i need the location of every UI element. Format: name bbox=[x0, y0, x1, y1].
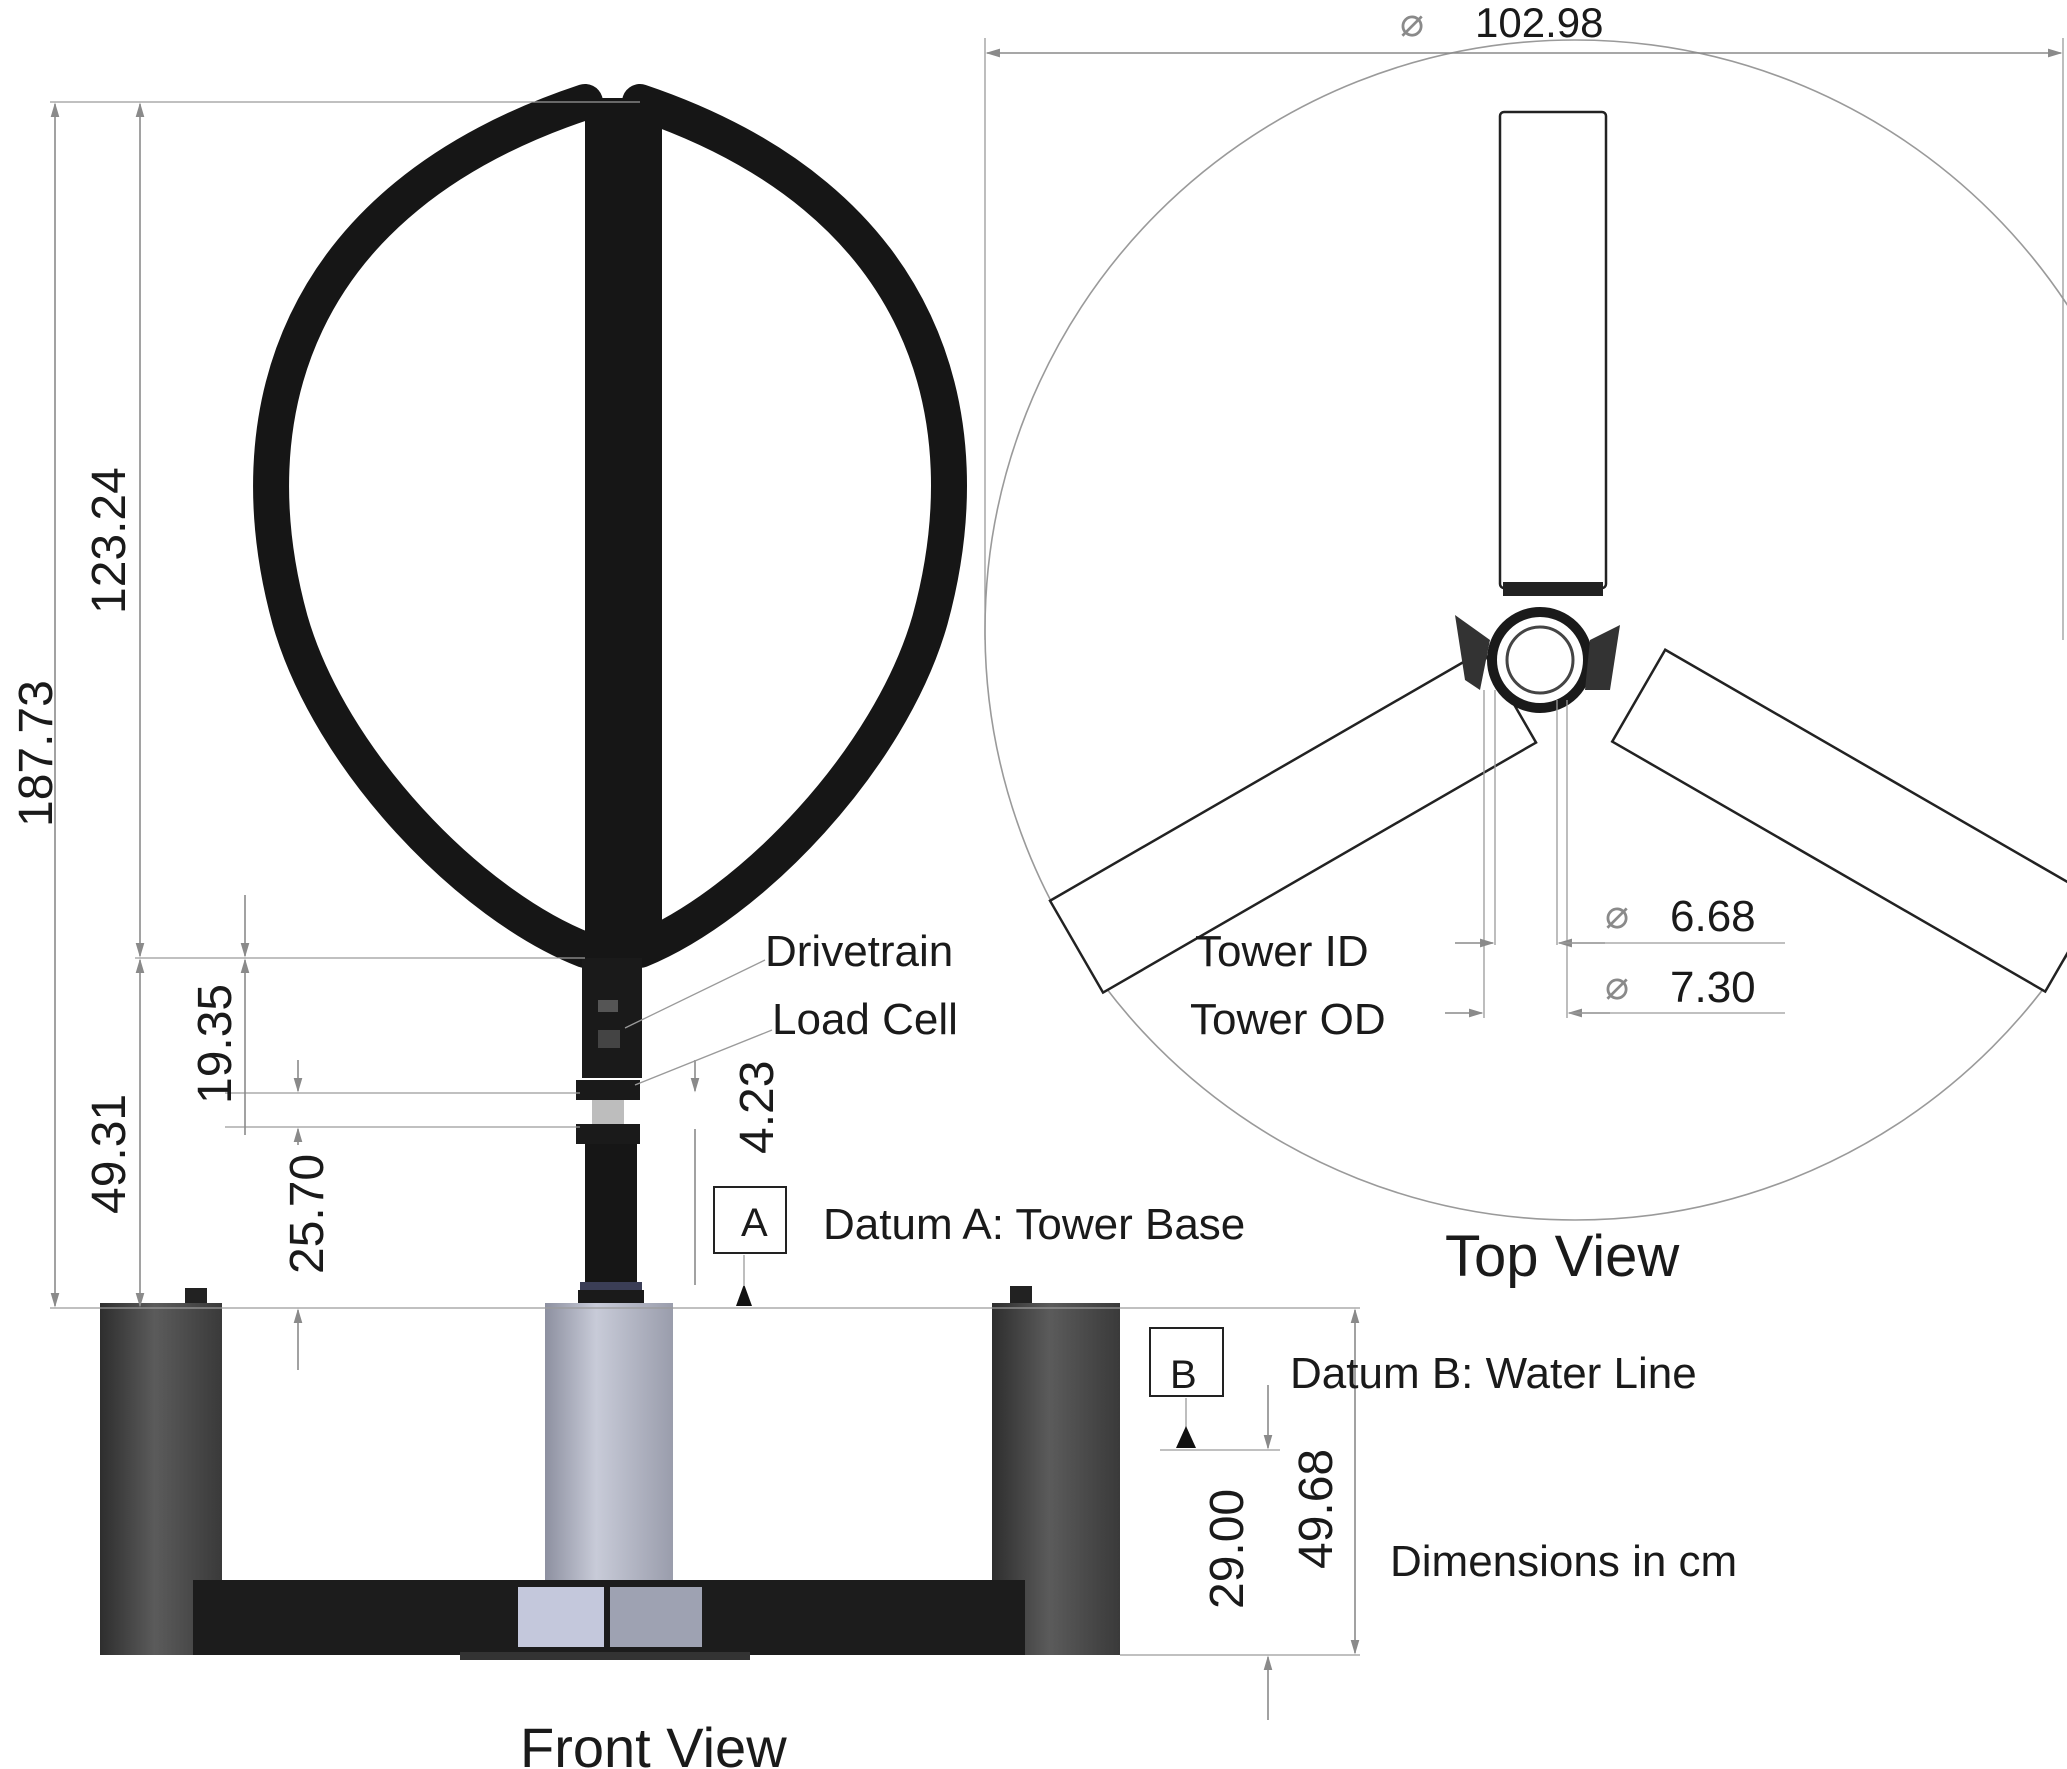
load-cell-flange-top bbox=[576, 1080, 640, 1100]
datum-b-label: Datum B: Water Line bbox=[1290, 1349, 1697, 1398]
datum-a-symbol bbox=[736, 1284, 752, 1306]
datum-a-letter: A bbox=[741, 1201, 768, 1245]
pontoon-beam bbox=[193, 1580, 1025, 1655]
top-blade-mount bbox=[1503, 582, 1603, 596]
top-view-title: Top View bbox=[1445, 1224, 1680, 1289]
diameter-symbol-overall: ⌀ bbox=[1400, 0, 1425, 46]
dim-load-cell-gap: 4.23 bbox=[731, 1060, 784, 1154]
datum-a-box bbox=[713, 1186, 787, 1254]
drivetrain-detail-2 bbox=[598, 1030, 620, 1048]
dim-drivetrain-section: 19.35 bbox=[189, 983, 242, 1104]
hub-bracket-left bbox=[1455, 615, 1490, 690]
rotor-diameter-value: 102.98 bbox=[1475, 0, 1604, 46]
pontoon-block-left bbox=[518, 1587, 604, 1647]
center-column bbox=[545, 1303, 673, 1593]
hub-inner bbox=[1505, 625, 1575, 695]
load-cell-label: Load Cell bbox=[772, 995, 958, 1044]
datum-b-box bbox=[1149, 1327, 1224, 1397]
lower-tower bbox=[585, 1144, 637, 1282]
drivetrain-housing bbox=[582, 958, 642, 1078]
pontoon-base-strip bbox=[460, 1652, 750, 1660]
dim-tower-height: 49.31 bbox=[83, 1093, 136, 1214]
right-float-cap bbox=[1010, 1286, 1032, 1303]
rotor-shaft bbox=[585, 102, 662, 957]
front-view bbox=[100, 84, 1120, 1660]
tower-od-value: 7.30 bbox=[1670, 963, 1756, 1012]
top-view bbox=[984, 38, 2067, 1221]
rotor-blade-right bbox=[622, 84, 967, 968]
right-blade-group bbox=[1610, 648, 2067, 994]
tower-base-plate bbox=[578, 1290, 644, 1303]
load-cell-gap bbox=[592, 1100, 624, 1126]
top-blade bbox=[1498, 110, 1608, 590]
drivetrain-label: Drivetrain bbox=[765, 927, 954, 976]
drivetrain-detail-1 bbox=[598, 1000, 618, 1012]
tower-id-label: Tower ID bbox=[1195, 927, 1369, 976]
dim-rotor-height: 123.24 bbox=[83, 467, 136, 614]
diameter-symbol-od: ⌀ bbox=[1605, 963, 1630, 1009]
load-cell-flange-bottom bbox=[576, 1124, 640, 1144]
tower-od-label: Tower OD bbox=[1190, 995, 1386, 1044]
front-view-title: Front View bbox=[520, 1716, 787, 1769]
datum-b-letter: B bbox=[1170, 1353, 1197, 1397]
dim-total-height: 187.73 bbox=[10, 680, 63, 827]
dim-draft: 29.00 bbox=[1201, 1488, 1254, 1609]
units-note: Dimensions in cm bbox=[1390, 1537, 1738, 1586]
rotor-blade-left bbox=[253, 84, 603, 968]
front-dimension-lines bbox=[50, 101, 1360, 1720]
datum-a-label: Datum A: Tower Base bbox=[823, 1200, 1246, 1249]
right-blade bbox=[1610, 648, 2067, 994]
dim-lower-tower: 25.70 bbox=[281, 1153, 334, 1274]
left-float-cap bbox=[185, 1288, 207, 1303]
pontoon-block-right bbox=[610, 1587, 702, 1647]
hub-bracket-right bbox=[1585, 625, 1620, 690]
tower-id-value: 6.68 bbox=[1670, 892, 1756, 941]
diameter-symbol-id: ⌀ bbox=[1605, 892, 1630, 938]
tower-base-ring bbox=[580, 1282, 642, 1292]
datum-b-symbol bbox=[1176, 1426, 1196, 1448]
dim-platform-height: 49.68 bbox=[1290, 1448, 1343, 1569]
